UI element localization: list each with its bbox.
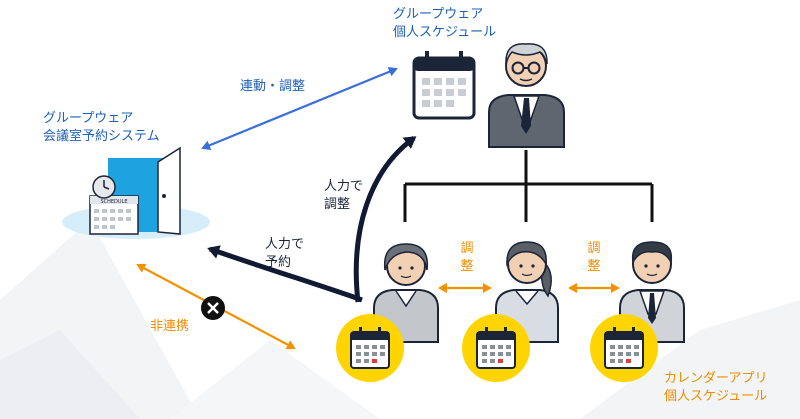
input-reserve-label: 人力で 予約	[265, 236, 304, 272]
calendar-icon	[336, 314, 404, 382]
employee-icon	[495, 241, 559, 343]
meeting-room-icon	[62, 146, 210, 239]
cross-icon	[201, 296, 225, 320]
org-chart-lines	[403, 150, 654, 222]
adjust-left-char-2: 整	[460, 259, 474, 274]
adjust-right-char-2: 整	[587, 259, 601, 274]
input-adjust-line-1: 人力で	[324, 179, 364, 194]
input-adjust-line-2: 調整	[324, 197, 351, 212]
room-title: グループウェア 会議室予約システム	[43, 110, 160, 146]
schedule-title-line-1: グループウェア	[393, 7, 484, 22]
input-reserve-line-2: 予約	[265, 255, 292, 270]
schedule-title: グループウェア 個人スケジュール	[393, 6, 496, 42]
schedule-title-line-2: 個人スケジュール	[393, 25, 497, 40]
calendar-app-line-1: カレンダーアプリ	[664, 371, 768, 386]
sync-arrow	[201, 67, 398, 150]
employee-icon	[373, 243, 439, 343]
no-link-label: 非連携	[150, 319, 190, 334]
adjust-left-char-1: 調	[460, 241, 474, 256]
calendar-icon	[462, 314, 530, 382]
adjust-right-char-1: 調	[587, 241, 601, 256]
calendar-app-label: カレンダーアプリ 個人スケジュール	[664, 370, 767, 406]
adjust-label-right: 調 整	[585, 240, 603, 276]
calendar-icon	[590, 314, 658, 382]
input-adjust-label: 人力で 調整	[324, 178, 363, 214]
input-adjust-arrow	[353, 135, 417, 303]
background-shapes	[0, 220, 800, 419]
clock-icon	[92, 175, 116, 199]
calendar-icon	[412, 51, 476, 120]
schedule-board-label: SCHEDULE	[100, 199, 127, 205]
boss-person-icon	[488, 43, 565, 148]
input-reserve-line-1: 人力で	[265, 237, 305, 252]
calendar-app-line-2: 個人スケジュール	[664, 389, 768, 404]
room-title-line-2: 会議室予約システム	[43, 129, 160, 144]
adjust-label-left: 調 整	[458, 240, 476, 276]
input-reserve-arrow	[207, 245, 363, 303]
sync-label: 連動・調整	[240, 79, 306, 94]
room-title-line-1: グループウェア	[43, 111, 134, 126]
